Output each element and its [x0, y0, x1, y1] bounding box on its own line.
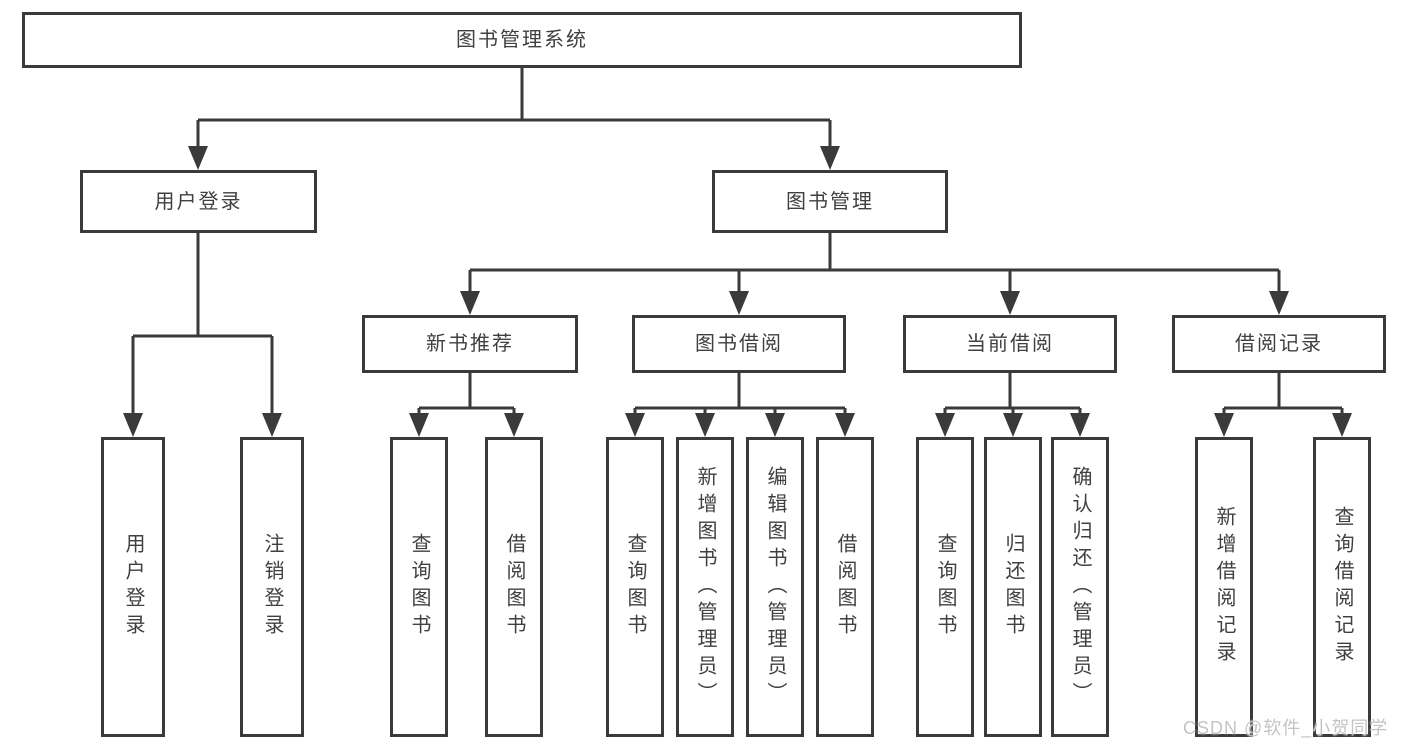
leaf-query-borrow-record: 查询借阅记录 [1313, 437, 1371, 737]
node-new-book-recommend: 新书推荐 [362, 315, 578, 373]
leaf-edit-books-admin: 编辑图书（管理员） [746, 437, 804, 737]
leaf-confirm-return-admin: 确认归还（管理员） [1051, 437, 1109, 737]
watermark-text: CSDN @软件_小贺同学 [1183, 718, 1389, 738]
leaf-borrow-books: 借阅图书 [816, 437, 874, 737]
leaf-add-borrow-record: 新增借阅记录 [1195, 437, 1253, 737]
leaf-borrow-query-books: 查询图书 [606, 437, 664, 737]
node-root-system: 图书管理系统 [22, 12, 1022, 68]
leaf-newbooks-query-books: 查询图书 [390, 437, 448, 737]
node-user-login: 用户登录 [80, 170, 317, 233]
node-book-borrowing: 图书借阅 [632, 315, 846, 373]
node-book-management: 图书管理 [712, 170, 948, 233]
node-current-borrowing: 当前借阅 [903, 315, 1117, 373]
leaf-current-query-books: 查询图书 [916, 437, 974, 737]
leaf-logout: 注销登录 [240, 437, 304, 737]
leaf-user-login: 用户登录 [101, 437, 165, 737]
leaf-return-books: 归还图书 [984, 437, 1042, 737]
arrowheads [123, 146, 1352, 437]
leaf-newbooks-borrow-books: 借阅图书 [485, 437, 543, 737]
leaf-add-books-admin: 新增图书（管理员） [676, 437, 734, 737]
node-borrowing-records: 借阅记录 [1172, 315, 1386, 373]
